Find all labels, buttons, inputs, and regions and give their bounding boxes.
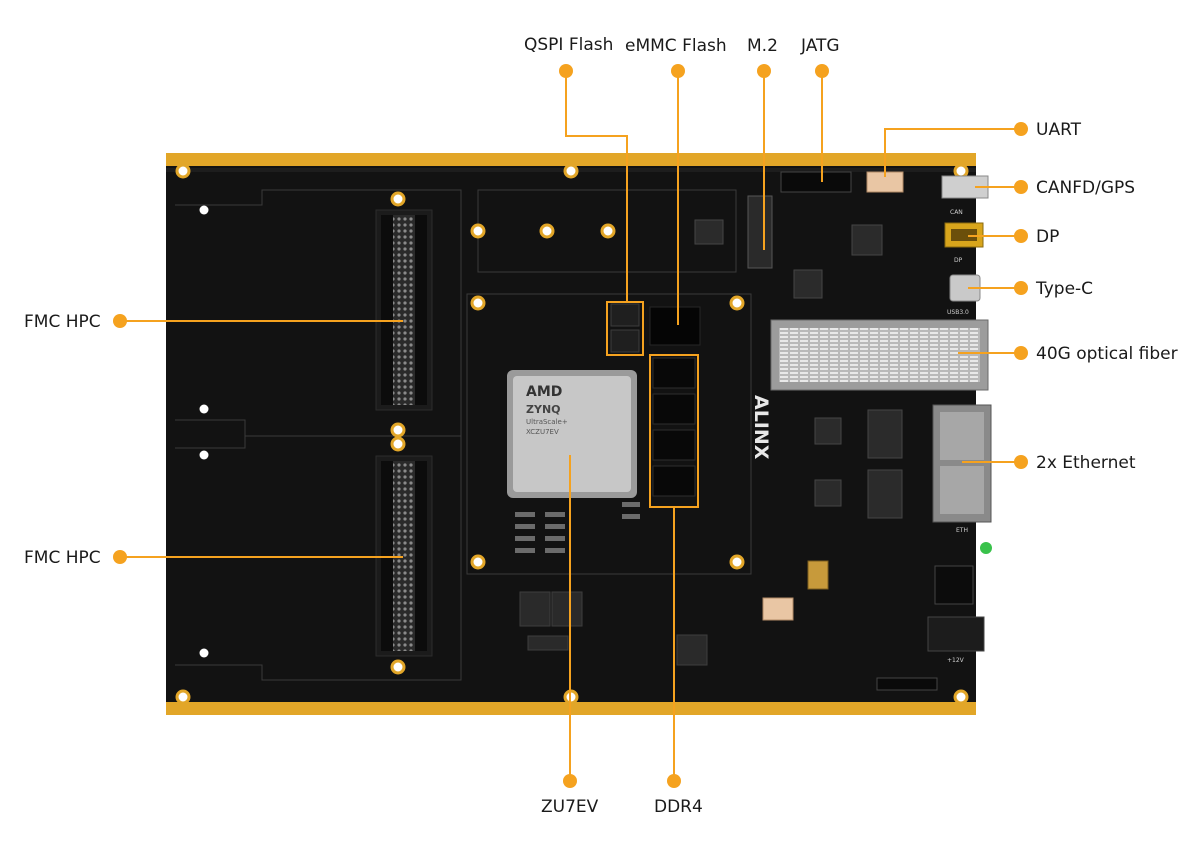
- chip-family-text: ZYNQ: [526, 403, 561, 416]
- eth-port-silkscreen: ETH: [956, 527, 968, 534]
- type-c-label: Type-C: [1036, 279, 1094, 299]
- canfd-gps-label: CANFD/GPS: [1036, 178, 1136, 198]
- dp-connector: [944, 222, 984, 248]
- ethernet-jacks: [932, 404, 992, 523]
- chip-brand-text: AMD: [526, 384, 562, 400]
- dc-power-jack: [927, 616, 985, 652]
- chip-series-text: UltraScale+: [526, 418, 568, 426]
- callout-dots: [113, 64, 1028, 788]
- qspi-leader: [565, 72, 628, 302]
- dp-port-silkscreen: DP: [954, 257, 963, 264]
- m2-socket: [747, 195, 773, 269]
- fmc-connector-top: [375, 191, 433, 438]
- leader-lines: [120, 72, 1021, 781]
- fmc-hpc-top-label: FMC HPC: [24, 312, 101, 332]
- usb-port-silkscreen: USB3.0: [947, 309, 969, 316]
- qspi-flash-chips: [610, 303, 640, 353]
- sfp-cage: [770, 319, 989, 391]
- uart-leader: [884, 128, 1021, 177]
- uart-label: UART: [1036, 120, 1082, 140]
- ddr4-chips: [652, 357, 696, 497]
- optical-fiber-label: 40G optical fiber: [1036, 344, 1178, 364]
- fmc-connector-bottom: [375, 436, 433, 675]
- qspi-highlight-box: [606, 301, 644, 356]
- emmc-chip: [649, 306, 701, 346]
- audio-jack: [934, 565, 974, 605]
- alinx-silkscreen: ALINX: [750, 395, 772, 460]
- zu7ev-chip: AMD ZYNQ UltraScale+ XCZU7EV: [507, 370, 637, 498]
- zu7ev-label: ZU7EV: [541, 797, 599, 817]
- ddr4-label: DDR4: [654, 797, 703, 817]
- pcb-board: AMD ZYNQ UltraScale+ XCZU7EV: [166, 153, 992, 715]
- emmc-flash-label: eMMC Flash: [625, 36, 727, 56]
- status-led: [980, 542, 992, 554]
- jtag-header: [780, 171, 852, 193]
- qspi-flash-label: QSPI Flash: [524, 35, 614, 55]
- ethernet-label: 2x Ethernet: [1036, 453, 1136, 473]
- jatg-label: JATG: [801, 36, 840, 56]
- dp-label: DP: [1036, 227, 1060, 247]
- dip-switch: [807, 560, 829, 590]
- fan-connector: [762, 597, 794, 621]
- chip-part-text: XCZU7EV: [526, 428, 559, 436]
- m2-label: M.2: [747, 36, 778, 56]
- can-port-silkscreen: CAN: [950, 209, 963, 216]
- fmc-hpc-bottom-label: FMC HPC: [24, 548, 101, 568]
- power-port-silkscreen: +12V: [947, 657, 965, 664]
